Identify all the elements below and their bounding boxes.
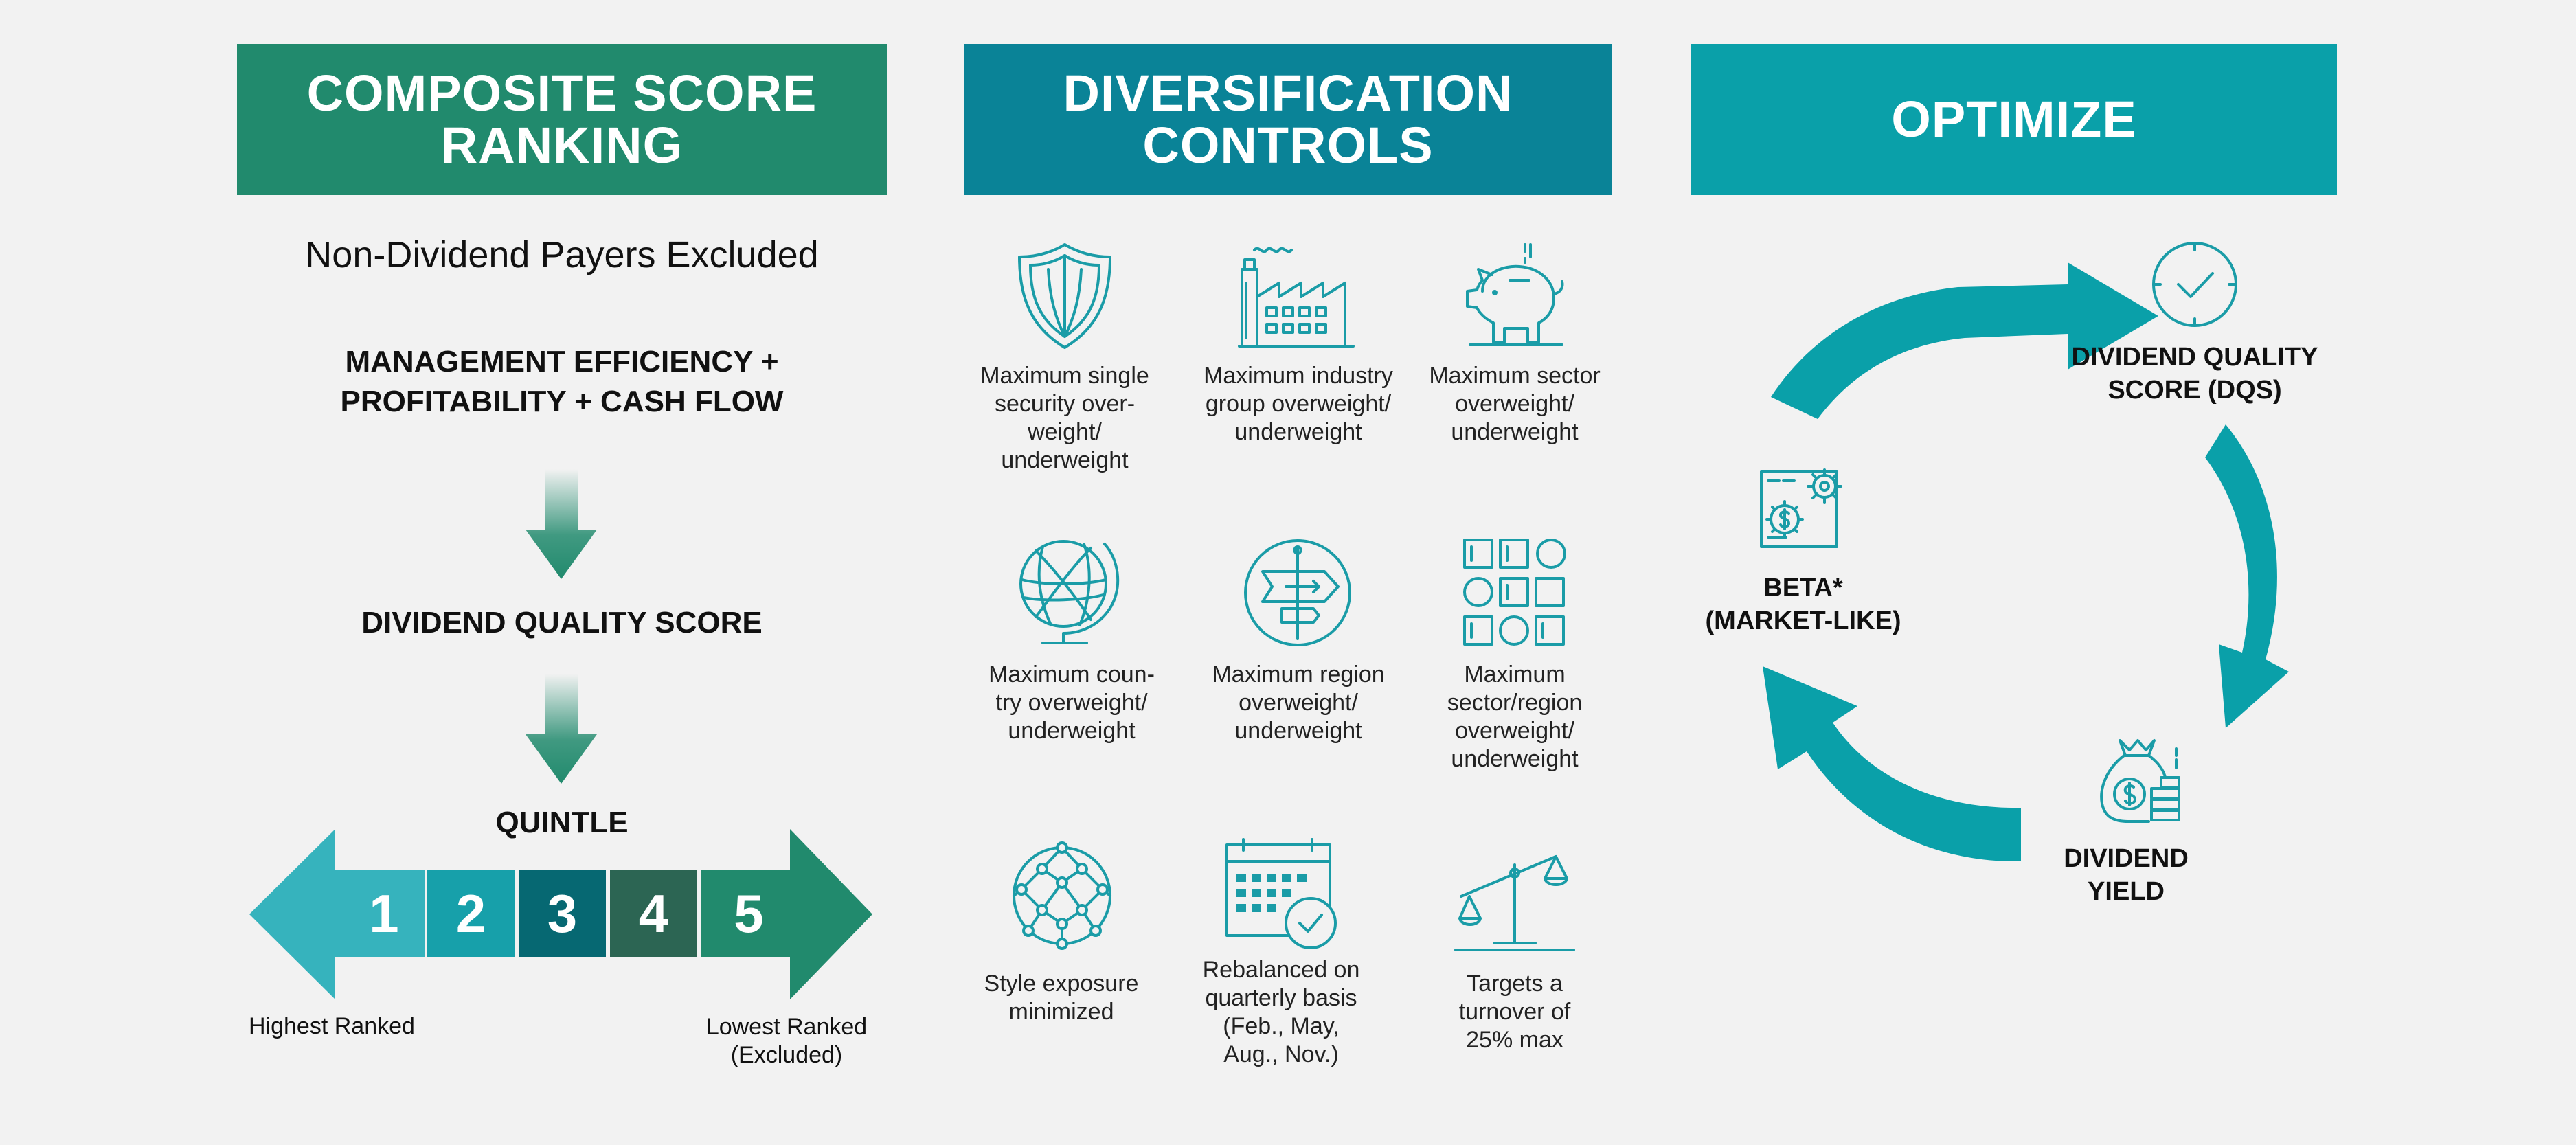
non-dividend-step: Non-Dividend Payers Excluded	[305, 234, 819, 275]
signpost-icon	[1242, 537, 1353, 648]
ranking-title-line1: COMPOSITE SCORE	[306, 65, 817, 122]
calendar-check-icon	[1224, 838, 1337, 951]
dqs-label: DIVIDEND QUALITY SCORE (DQS)	[2033, 341, 2356, 407]
quintile-4: 4	[610, 870, 697, 957]
yield-line1: DIVIDEND	[2064, 844, 2189, 873]
quintile-5: 5	[734, 883, 764, 944]
dividend-quality-step: DIVIDEND QUALITY SCORE	[361, 606, 762, 639]
lowest-ranked-line2: (Excluded)	[730, 1042, 843, 1068]
ranking-title-line2: RANKING	[440, 117, 683, 174]
lowest-ranked-line1: Lowest Ranked	[705, 1014, 868, 1040]
div-label-4: Maximum coun- try overweight/ underweigh…	[988, 661, 1155, 744]
down-arrow-icon	[526, 469, 597, 579]
quintile-1: 1	[343, 870, 425, 957]
diversification-title-line1: DIVERSIFICATION	[1063, 65, 1513, 122]
network-sphere-icon	[1008, 841, 1116, 950]
lowest-ranked-label: Lowest Ranked (Excluded)	[687, 1013, 886, 1069]
quintile-3: 3	[519, 870, 606, 957]
globe-icon	[1015, 537, 1122, 648]
cycle-arrows	[1752, 254, 2315, 872]
quintile-title: QUINTLE	[495, 806, 629, 839]
yield-line2: YIELD	[2088, 877, 2165, 906]
div-label-3: Maximum sector overweight/ underweight	[1429, 363, 1601, 445]
dqs-line2: SCORE (DQS)	[2108, 376, 2282, 405]
metrics-line2: PROFITABILITY + CASH FLOW	[340, 385, 784, 418]
scale-icon	[1453, 841, 1577, 951]
div-label-8: Rebalanced on quarterly basis (Feb., May…	[1202, 957, 1360, 1067]
div-label-2: Maximum industry group overweight/ under…	[1204, 363, 1393, 445]
metrics-line1: MANAGEMENT EFFICIENCY +	[345, 345, 779, 378]
ranking-header: COMPOSITE SCORE RANKING	[237, 44, 887, 195]
div-label-9: Targets a turnover of 25% max	[1458, 971, 1571, 1053]
div-label-7: Style exposure minimized	[984, 971, 1139, 1025]
right-arrow-head	[701, 829, 872, 999]
diversification-header: DIVERSIFICATION CONTROLS	[964, 44, 1612, 195]
beta-line1: BETA*	[1763, 574, 1843, 602]
diversification-title-line2: CONTROLS	[1142, 117, 1434, 174]
metrics-step: MANAGEMENT EFFICIENCY + PROFITABILITY + …	[237, 342, 887, 422]
check-circle-icon	[2151, 240, 2239, 328]
factory-icon	[1236, 242, 1357, 350]
money-bag-icon	[2097, 735, 2186, 824]
piggy-bank-icon	[1462, 242, 1568, 350]
quintile-2: 2	[427, 870, 515, 957]
gears-icon	[1759, 466, 1848, 552]
yield-label: DIVIDEND YIELD	[2026, 842, 2226, 908]
div-label-5: Maximum region overweight/ underweight	[1212, 661, 1385, 744]
div-label-1: Maximum single security over- weight/ un…	[980, 363, 1149, 473]
div-label-6: Maximum sector/region overweight/ underw…	[1447, 661, 1583, 772]
optimize-header: OPTIMIZE	[1691, 44, 2337, 195]
down-arrow-icon	[526, 674, 597, 784]
highest-ranked-label: Highest Ranked	[249, 1013, 415, 1039]
grid-shapes-icon	[1462, 537, 1568, 648]
beta-line2: (MARKET-LIKE)	[1705, 606, 1901, 635]
beta-label: BETA* (MARKET-LIKE)	[1676, 571, 1930, 637]
optimize-title: OPTIMIZE	[1891, 91, 2137, 148]
shield-icon	[1015, 242, 1114, 350]
dqs-line1: DIVIDEND QUALITY	[2071, 343, 2318, 372]
